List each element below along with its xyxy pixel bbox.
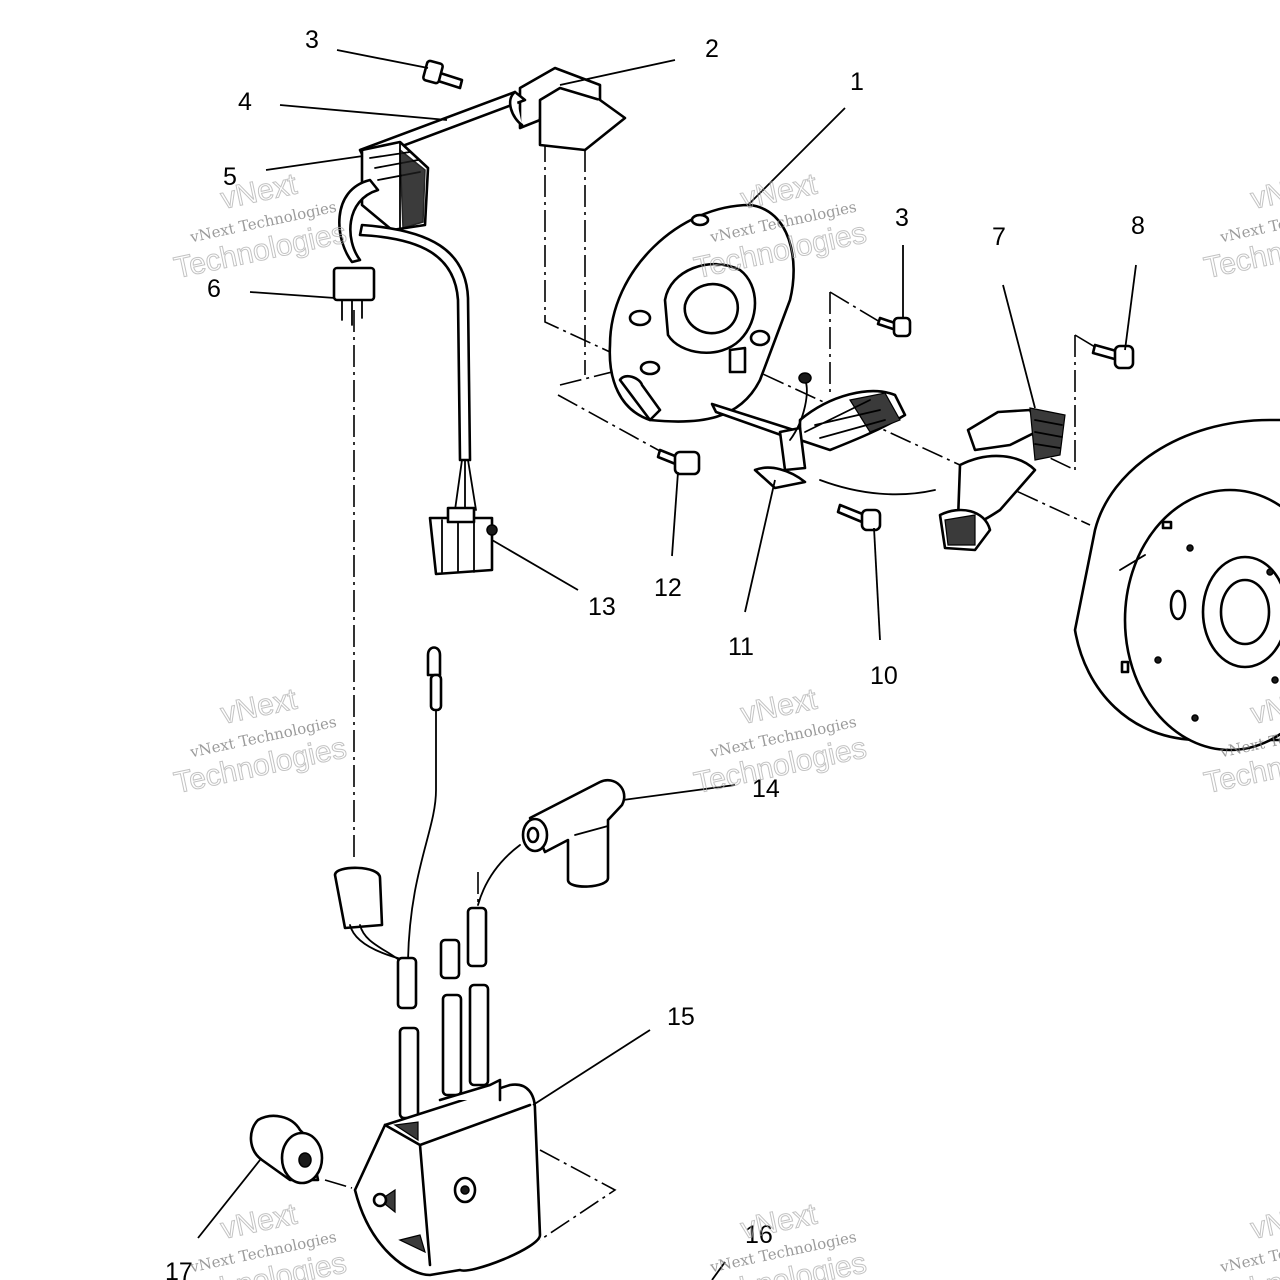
wire-harness (338, 178, 477, 511)
callout-10: 10 (870, 662, 898, 690)
watermark-9: vNext vNext Technologies Technologies (1201, 1197, 1280, 1280)
callout-11: 11 (728, 633, 754, 661)
callout-2: 2 (705, 35, 719, 63)
stator-plate (608, 203, 795, 423)
callout-3-upper: 3 (305, 26, 319, 54)
bolt-8 (1091, 343, 1135, 370)
callout-15: 15 (667, 1003, 695, 1031)
svg-text:vNext: vNext (1248, 1198, 1280, 1246)
connector-plug (428, 506, 498, 576)
callout-6: 6 (207, 275, 221, 303)
pickup-coil (819, 407, 1066, 552)
connector-lower (333, 866, 406, 966)
ignition-wire (407, 646, 443, 961)
flywheel (1073, 418, 1280, 752)
callout-14: 14 (752, 775, 780, 803)
callout-3-right: 3 (895, 204, 909, 232)
callout-7: 7 (992, 223, 1006, 251)
connector-small (332, 266, 376, 326)
bolt-3-right (876, 316, 912, 338)
watermark-1: vNext vNext Technologies Technologies (171, 167, 350, 286)
callout-4: 4 (238, 88, 252, 116)
callout-8: 8 (1131, 212, 1145, 240)
watermark-8: vNext vNext Technologies Technologies (691, 1197, 870, 1280)
ignition-coil (353, 1078, 542, 1277)
watermark-4: vNext vNext Technologies Technologies (171, 682, 350, 801)
stator-coil (710, 372, 907, 490)
watermark-3: vNext vNext Technologies Technologies (1201, 167, 1280, 286)
callout-1: 1 (850, 68, 864, 96)
callout-17: 17 (165, 1258, 193, 1280)
bolt-10 (836, 503, 882, 532)
callout-16: 16 (745, 1221, 773, 1249)
spark-plug-cap (477, 779, 626, 906)
callout-5: 5 (223, 163, 237, 191)
bolt-12 (656, 448, 701, 476)
watermark-7: vNext vNext Technologies Technologies (171, 1197, 350, 1280)
leader-lines (197, 49, 1137, 1280)
watermark-5: vNext vNext Technologies Technologies (691, 682, 870, 801)
bushing (249, 1114, 324, 1185)
svg-text:vNext: vNext (1248, 168, 1280, 216)
wire-sleeves (396, 906, 490, 1120)
bolt-upper-left (422, 59, 464, 90)
regulator-module (360, 140, 430, 233)
callout-12: 12 (654, 574, 682, 602)
callout-labels: 1 2 3 3 4 5 6 7 8 10 11 12 13 14 15 16 1… (165, 26, 1145, 1280)
callout-13: 13 (588, 593, 616, 621)
